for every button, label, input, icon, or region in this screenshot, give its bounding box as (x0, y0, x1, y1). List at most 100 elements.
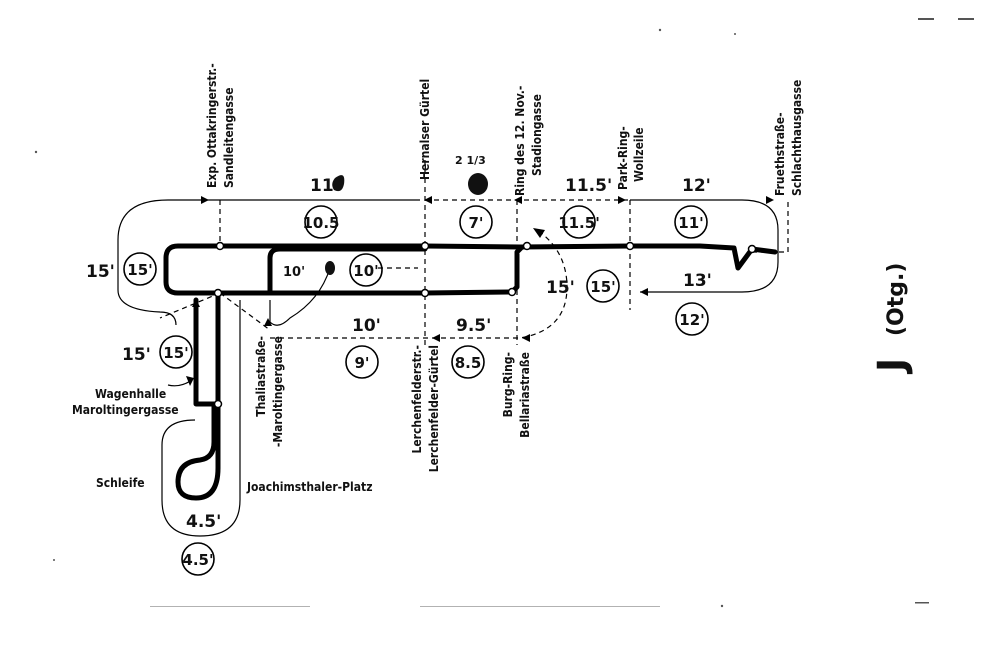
ink-blobs (325, 173, 488, 275)
stop-dot-ottakring (215, 241, 225, 251)
stop-dot-lerchen (420, 288, 430, 298)
stop-dot-park (625, 241, 635, 251)
main-route-upper (163, 243, 778, 296)
thalia-hook (269, 267, 331, 326)
label-parkring-1: Park-Ring- (616, 126, 630, 190)
label-lerchen-2: Lerchenfelder-Gürtel (427, 345, 441, 472)
dashed-bottom (270, 231, 568, 339)
label-frueth-1: Fruethstraße- (773, 112, 787, 196)
stop-dot-hernals (420, 241, 430, 251)
label-ring-1: Ring des 12. Nov.- (513, 86, 527, 196)
scan-specks (34, 18, 974, 608)
ctime-top-7: 7' (468, 214, 483, 232)
blob-top (332, 175, 345, 192)
circle-inner-10 (349, 253, 383, 287)
main-route-inner-loop (267, 246, 428, 296)
circle-left-15 (123, 252, 157, 286)
label-schleife: Schleife (96, 476, 145, 490)
circle-top-7 (459, 205, 493, 239)
outer-loop-left (117, 199, 420, 326)
speck-9 (658, 28, 662, 32)
time-labels: 11 11.5' 12' 13' 15' 15' 15' 10' 9.5' 4.… (86, 154, 712, 532)
arrow-lerchen (432, 334, 440, 342)
time-top-115: 11.5' (565, 176, 612, 196)
arrow-thalia (264, 318, 272, 326)
ctime-left2-15: 15' (163, 344, 188, 362)
circle-bot-9 (345, 345, 379, 379)
stop-dot-ring (522, 241, 532, 251)
circle-top-105 (304, 205, 338, 239)
arrow-frueth (766, 196, 774, 204)
speck-2 (958, 18, 974, 20)
time-bot-95: 9.5' (456, 316, 491, 336)
main-route-spur (175, 290, 221, 501)
speck-4 (34, 150, 38, 154)
label-joachim: Joachimsthaler-Platz (246, 480, 372, 494)
circle-bot-85 (451, 345, 485, 379)
time-blob-frac: 2 1/3 (455, 154, 486, 167)
speck-10 (734, 33, 736, 35)
stop-dots (213, 241, 757, 409)
time-top-11: 11 (310, 176, 334, 196)
speck-5 (53, 559, 55, 561)
thin-lines (117, 199, 779, 537)
route-title: J (Otg.) (870, 263, 914, 375)
time-left2-15: 15' (122, 345, 151, 365)
stop-dot-wagenhalle (213, 399, 223, 409)
arrow-bottom-right (640, 288, 648, 296)
stop-dot-ottakring-2 (213, 288, 223, 298)
circle-left2-15 (159, 335, 193, 369)
stop-dot-burg (507, 287, 517, 297)
time-right-13: 13' (683, 271, 712, 291)
loop-bottom (161, 300, 241, 537)
outer-loop-right (630, 199, 779, 293)
speck-7 (150, 606, 310, 607)
label-ring-2: Stadiongasse (530, 94, 544, 176)
speck-3 (915, 602, 929, 604)
circled-time-texts: 10.5 7' 11.5' 11' 12' 15' 15' 15' 9' 8.5… (127, 214, 704, 569)
arrow-wagen (186, 376, 194, 386)
time-top-12: 12' (682, 176, 711, 196)
arrow-hernals (424, 196, 432, 204)
ctime-bot-85: 8.5 (455, 354, 482, 372)
title-suffix: (Otg.) (884, 263, 909, 336)
label-wagenhalle-1: Wagenhalle (95, 387, 166, 401)
time-bot-10: 10' (352, 316, 381, 336)
title-letter: J (870, 358, 914, 375)
dashed-frueth (752, 200, 789, 253)
circle-mid-15 (586, 269, 620, 303)
circle-top-11 (674, 205, 708, 239)
ctime-inner-10: 10' (353, 262, 378, 280)
circle-right-12 (675, 302, 709, 336)
blob-inner (325, 261, 335, 275)
label-parkring-2: Wollzeile (632, 127, 646, 182)
ctime-top-11: 11' (678, 214, 703, 232)
speck-8 (420, 606, 660, 607)
label-burgring-2: Bellariastraße (518, 352, 532, 438)
stop-dot-frueth (747, 244, 757, 254)
label-ottakring-1: Exp. Ottakringerstr.- (205, 63, 219, 188)
ctime-right-12: 12' (679, 311, 704, 329)
circle-loop-45 (181, 542, 215, 576)
circled-times (123, 205, 709, 576)
time-left-15: 15' (86, 262, 115, 282)
ctime-top-115: 11.5' (558, 214, 600, 232)
label-lerchen-1: Lerchenfelderstr.- (410, 345, 424, 454)
label-thalia-1: Thaliastraße- (254, 336, 268, 417)
time-mid-15: 15' (546, 278, 575, 298)
dashed-lines (159, 160, 789, 345)
main-route (163, 243, 778, 501)
arrow-park (618, 196, 626, 204)
time-inner-10e: 10' (283, 265, 305, 280)
ctime-mid-15: 15' (590, 278, 615, 296)
label-burgring-1: Burg-Ring- (501, 352, 515, 417)
arrow-ott (201, 196, 209, 204)
label-hernals: Hernalser Gürtel (418, 79, 432, 180)
label-ottakring-2: Sandleitengasse (222, 87, 236, 188)
stop-labels: Exp. Ottakringerstr.- Sandleitengasse He… (72, 63, 804, 494)
arrows (186, 196, 774, 386)
label-thalia-2: -Maroltingergasse (271, 336, 285, 447)
arrow-spur (192, 299, 200, 307)
ctime-loop-45: 4.5' (182, 551, 213, 569)
